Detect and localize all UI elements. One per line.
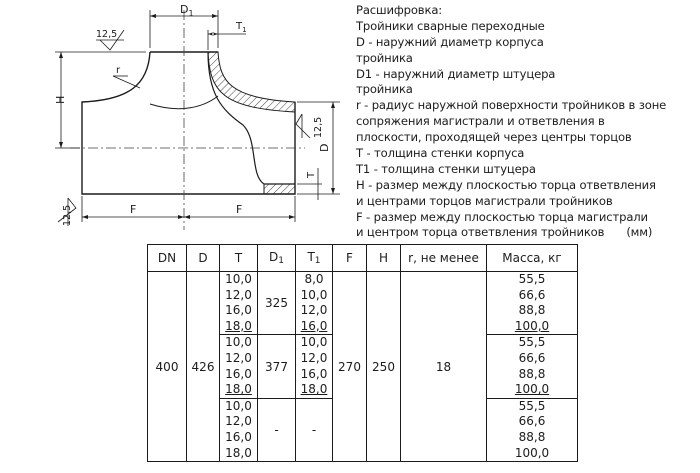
col-header-h: H — [366, 244, 401, 272]
legend-title: Расшифровка: — [356, 3, 443, 17]
inner-bore-line — [207, 51, 295, 185]
tee-drawing: D1 T1 r H D T F F 12,5 12,5 12,5 — [54, 3, 340, 230]
f-left-label: F — [130, 203, 136, 216]
r-label: r — [116, 65, 121, 76]
cell-d1-group-2: 377 — [257, 334, 296, 399]
col-header-t1: T1 — [295, 244, 333, 272]
cell-d1-group-3: - — [257, 397, 296, 463]
cell-r: 18 — [400, 270, 487, 463]
col-header-dn: DN — [147, 244, 187, 272]
r-leader — [112, 75, 141, 89]
spec-table: DN D T D1 T1 F H r, не менее Масса, кг 4… — [147, 244, 578, 463]
col-header-f: F — [332, 244, 367, 272]
t1-label: T1 — [235, 21, 247, 34]
legend-line: H - размер между плоскостью торца ответв… — [356, 177, 656, 192]
f-right-label: F — [236, 203, 242, 216]
legend: Расшифровка: Тройники сварные переходные… — [356, 3, 696, 241]
legend-line: D1 - наружний диаметр штуцера — [356, 66, 556, 81]
cell-h: 250 — [366, 270, 401, 463]
legend-line: F - размер между плоскостью торца магист… — [356, 209, 648, 224]
rough-right-label: 12,5 — [313, 117, 324, 138]
h-label: H — [54, 96, 67, 104]
branch-wall-section — [207, 51, 296, 113]
legend-unit: (мм) — [626, 225, 653, 240]
legend-line: сопряжения магистрали и ответвления в — [356, 114, 605, 129]
legend-line: T - толщина стенки корпуса — [356, 146, 525, 161]
col-header-d1: D1 — [257, 244, 296, 272]
roughness-mark-right — [295, 113, 311, 139]
main-wall-section — [263, 183, 296, 195]
t-label: T — [306, 171, 317, 179]
col-header-mass: Масса, кг — [486, 244, 578, 272]
roughness-mark-top — [96, 29, 125, 51]
tee-outline — [81, 51, 296, 195]
legend-line-text: и центром торца ответвления тройников — [356, 225, 605, 240]
legend-line: r - радиус наружной поверхности тройнико… — [356, 98, 667, 113]
col-header-r: r, не менее — [400, 244, 487, 272]
legend-line: тройника — [356, 50, 413, 65]
legend-line: Тройники сварные переходные — [356, 18, 545, 33]
rough-top-label: 12,5 — [96, 29, 117, 40]
d-label: D — [318, 144, 331, 152]
cell-dn: 400 — [147, 270, 187, 463]
legend-line: и центром торца ответвления тройников (мм… — [356, 225, 696, 241]
legend-line: и центрами торцов магистрали тройников — [356, 193, 613, 208]
col-header-d: D — [186, 244, 220, 272]
cell-d: 426 — [186, 270, 220, 463]
col-header-t: T — [219, 244, 258, 272]
roughness-mark-left — [57, 197, 77, 226]
legend-line: тройника — [356, 82, 413, 97]
cell-d1-group-1: 325 — [257, 270, 296, 336]
table-header-row: DN D T D1 T1 F H r, не менее Масса, кг — [147, 244, 578, 272]
cell-t1-group-3: - — [295, 397, 333, 463]
legend-line: D - наружний диаметр корпуса — [356, 34, 544, 49]
legend-line: T1 - толщина стенки штуцера — [356, 161, 536, 176]
legend-line: плоскости, проходящей через центры торцо… — [356, 130, 632, 145]
cell-f: 270 — [332, 270, 367, 463]
d1-label: D1 — [180, 3, 194, 18]
intersection-curve — [149, 95, 219, 110]
rough-left-label: 12,5 — [62, 205, 73, 226]
